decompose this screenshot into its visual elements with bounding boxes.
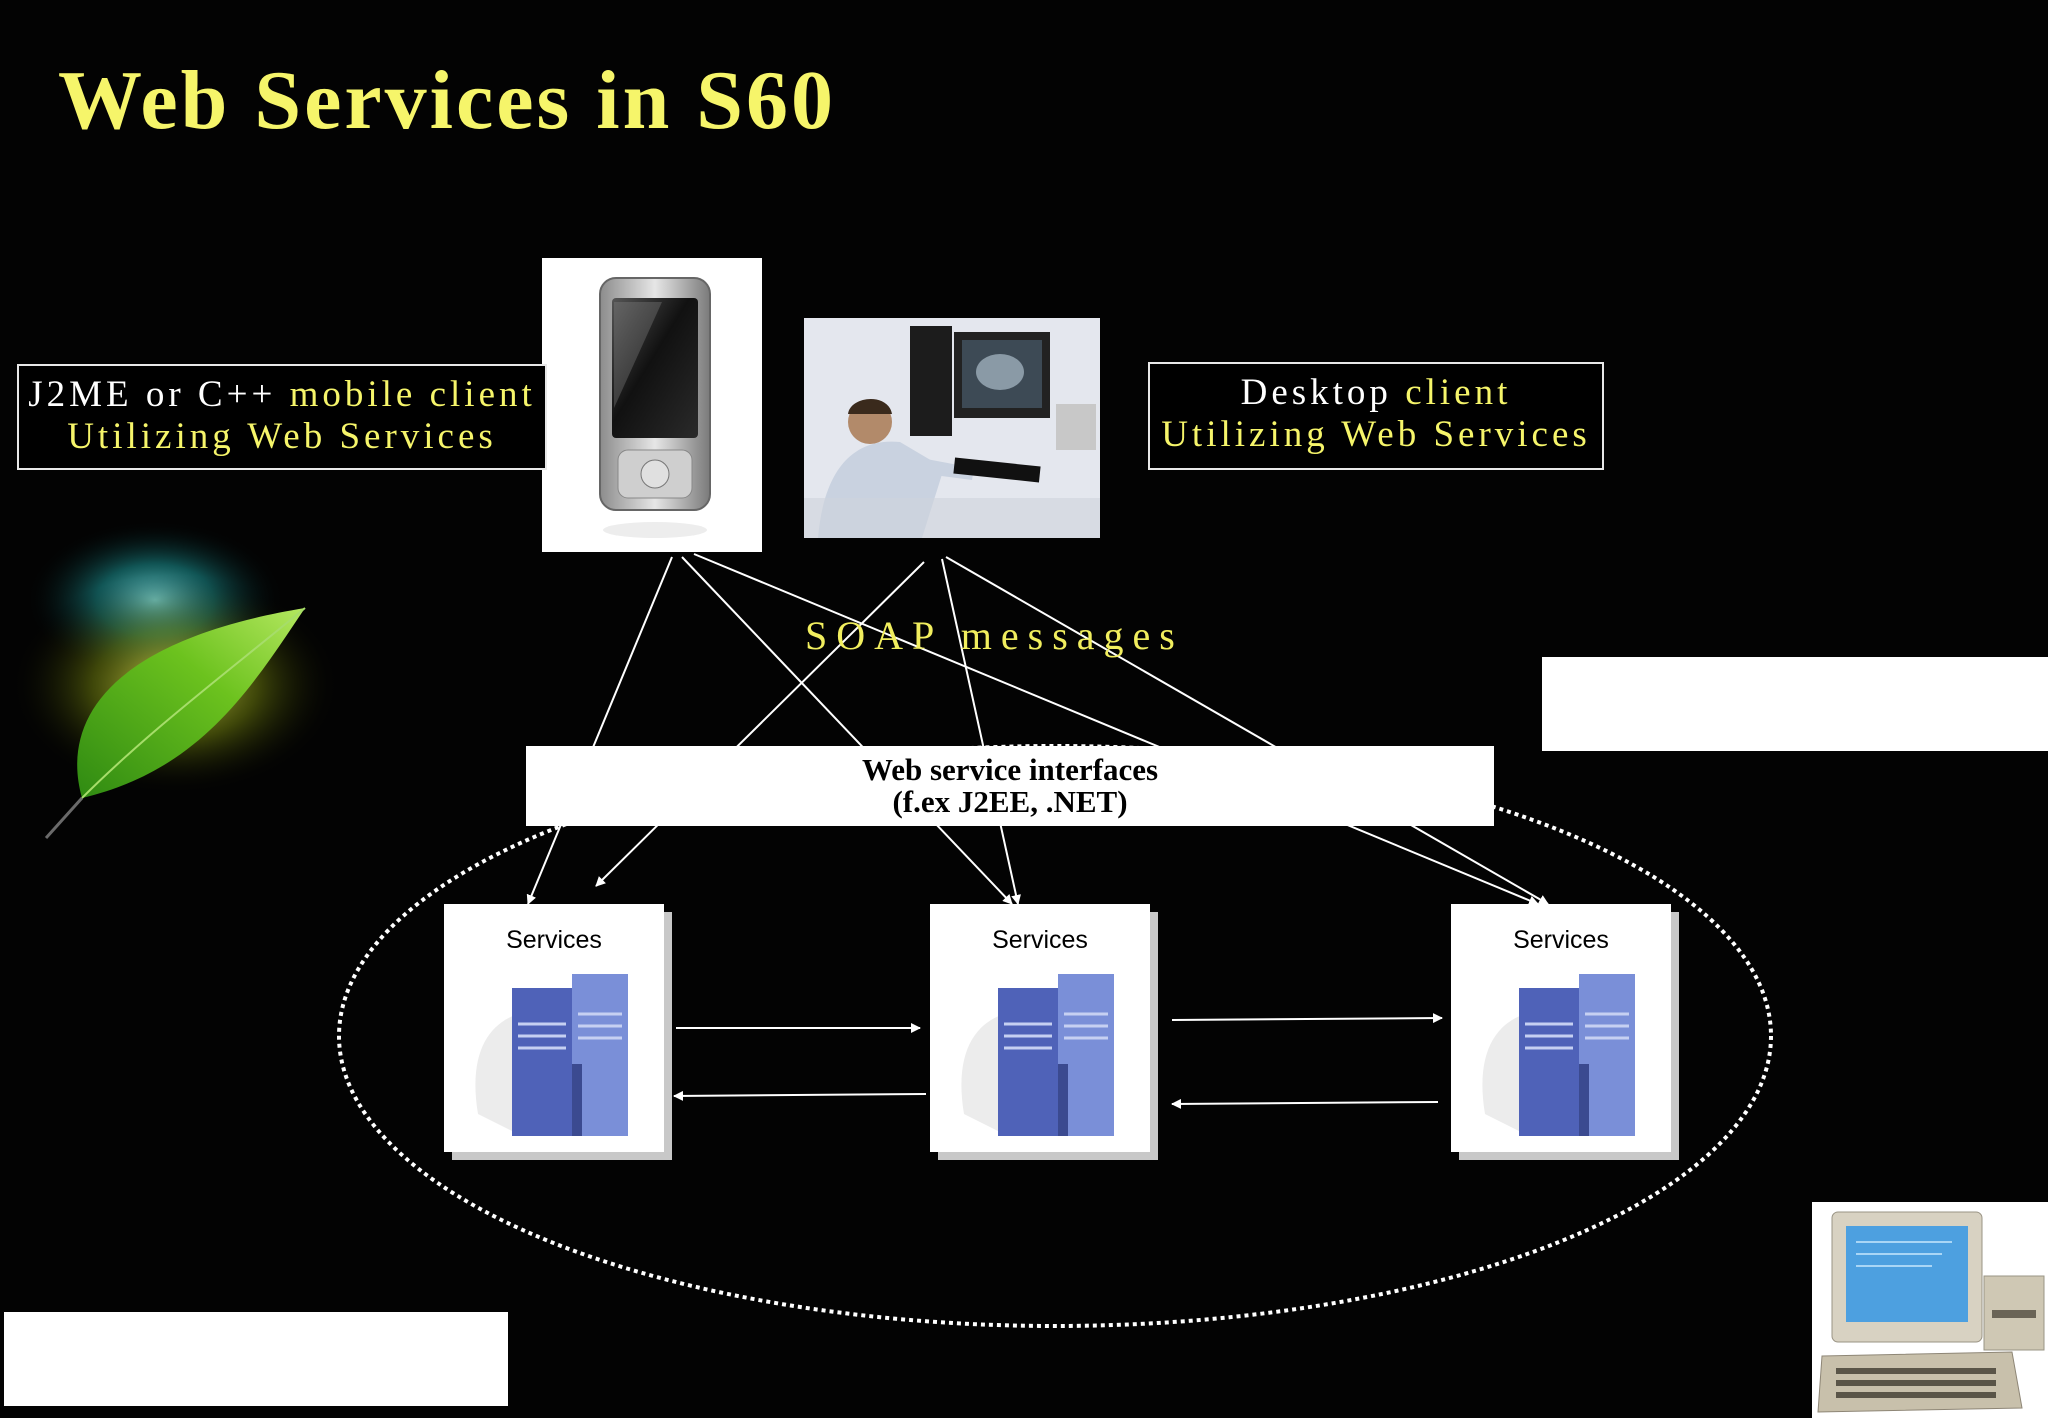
server-label: Services xyxy=(992,926,1088,954)
services-server-2: Services xyxy=(930,904,1150,1152)
leaf-icon xyxy=(10,520,340,840)
services-server-1: Services xyxy=(444,904,664,1152)
desktop-user-icon xyxy=(804,318,1100,538)
desktop-user-photo xyxy=(804,318,1100,538)
server-icon xyxy=(961,974,1114,1136)
server-label: Services xyxy=(1513,926,1609,954)
mobile-client-line2: Utilizing Web Services xyxy=(67,416,497,457)
soap-messages-label: SOAP messages xyxy=(805,613,1184,658)
web-service-interfaces-box: Web service interfaces (f.ex J2EE, .NET) xyxy=(526,746,1494,826)
blank-panel-right xyxy=(1542,657,2048,751)
slide-title: Web Services in S60 xyxy=(58,54,837,147)
mobile-phone-photo xyxy=(542,258,762,552)
mobile-phone-icon xyxy=(599,277,711,538)
server-icon xyxy=(475,974,628,1136)
blank-panel-bottom-left xyxy=(4,1312,508,1406)
mobile-client-label: J2ME or C++ mobile client Utilizing Web … xyxy=(17,364,547,470)
desktop-client-line1: Desktop client xyxy=(1240,372,1512,413)
server-label: Services xyxy=(506,926,602,954)
services-boundary xyxy=(337,744,1773,1328)
server-icon xyxy=(1482,974,1635,1136)
desktop-client-line2: Utilizing Web Services xyxy=(1161,414,1591,455)
services-server-3: Services xyxy=(1451,904,1671,1152)
desktop-client-label: Desktop client Utilizing Web Services xyxy=(1148,362,1604,470)
retro-computer-icon xyxy=(1812,1202,2048,1418)
interfaces-line2: (f.ex J2EE, .NET) xyxy=(892,784,1128,819)
interfaces-line1: Web service interfaces xyxy=(861,752,1159,787)
mobile-client-line1: J2ME or C++ mobile client xyxy=(28,374,536,415)
